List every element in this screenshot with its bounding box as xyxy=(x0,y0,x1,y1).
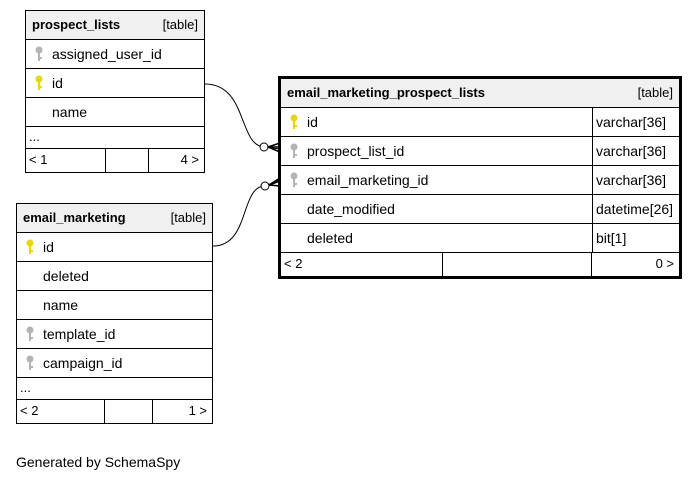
table-name: prospect_lists xyxy=(32,17,121,32)
column-name: template_id xyxy=(43,326,116,342)
children-count[interactable]: 1 > xyxy=(188,403,207,418)
column-row[interactable]: deleted xyxy=(17,261,212,290)
column-row[interactable]: id xyxy=(26,68,204,97)
column-datatype: varchar[36] xyxy=(592,108,681,136)
column-row[interactable]: id xyxy=(17,232,212,261)
more-columns-ellipsis: ... xyxy=(26,126,204,148)
parents-count[interactable]: < 1 xyxy=(26,149,106,172)
column-datatype: varchar[36] xyxy=(592,137,681,165)
table-prospect-lists[interactable]: prospect_lists [table] assigned_user_id … xyxy=(25,10,205,173)
table-name: email_marketing xyxy=(23,210,126,225)
column-name: id xyxy=(43,239,54,255)
column-row[interactable]: template_id xyxy=(17,319,212,348)
more-columns-ellipsis: ... xyxy=(17,377,212,399)
column-name: deleted xyxy=(43,268,89,284)
column-datatype: datetime[26] xyxy=(592,195,681,223)
column-name: email_marketing_id xyxy=(307,172,429,188)
column-name: deleted xyxy=(307,230,353,246)
column-datatype: bit[1] xyxy=(592,224,681,252)
column-row[interactable]: id varchar[36] xyxy=(281,107,679,136)
column-name: assigned_user_id xyxy=(52,46,162,62)
zero-many-marker xyxy=(259,142,269,152)
table-type: [table] xyxy=(637,85,673,100)
children-count[interactable]: 0 > xyxy=(655,256,674,271)
column-row[interactable]: name xyxy=(26,97,204,126)
column-row[interactable]: email_marketing_id varchar[36] xyxy=(281,165,679,194)
relationship-email-marketing-id xyxy=(212,179,281,247)
column-row[interactable]: date_modified datetime[26] xyxy=(281,194,679,223)
zero-many-marker xyxy=(260,181,270,191)
column-row[interactable]: prospect_list_id varchar[36] xyxy=(281,136,679,165)
primary-key-icon xyxy=(290,114,298,129)
parents-count[interactable]: < 2 xyxy=(281,253,443,276)
table-footer: < 1 4 > xyxy=(26,148,204,172)
footer-spacer xyxy=(443,253,592,276)
parents-count[interactable]: < 2 xyxy=(17,400,105,423)
table-type: [table] xyxy=(162,17,198,32)
table-email-marketing-prospect-lists[interactable]: email_marketing_prospect_lists [table] i… xyxy=(278,76,682,279)
footer-spacer xyxy=(105,400,153,423)
primary-key-icon xyxy=(26,239,34,254)
column-row[interactable]: deleted bit[1] xyxy=(281,223,679,252)
column-name: name xyxy=(52,104,88,120)
table-footer: < 2 0 > xyxy=(281,252,679,276)
table-footer: < 2 1 > xyxy=(17,399,212,423)
children-count[interactable]: 4 > xyxy=(180,152,199,167)
foreign-key-icon xyxy=(290,172,298,187)
table-header: email_marketing_prospect_lists [table] xyxy=(281,79,679,107)
column-name: prospect_list_id xyxy=(307,143,405,159)
table-type: [table] xyxy=(170,210,206,225)
footer-spacer xyxy=(106,149,149,172)
foreign-key-icon xyxy=(35,46,43,61)
foreign-key-icon xyxy=(26,355,34,370)
generated-by-label: Generated by SchemaSpy xyxy=(16,454,181,470)
column-name: id xyxy=(307,114,318,130)
column-name: date_modified xyxy=(307,201,395,217)
foreign-key-icon xyxy=(26,326,34,341)
table-email-marketing[interactable]: email_marketing [table] id deleted name … xyxy=(16,203,213,424)
column-name: campaign_id xyxy=(43,355,123,371)
column-row[interactable]: assigned_user_id xyxy=(26,39,204,68)
table-header: prospect_lists [table] xyxy=(26,11,204,39)
relationship-prospect-lists-id xyxy=(204,83,281,150)
table-name: email_marketing_prospect_lists xyxy=(287,85,485,100)
foreign-key-icon xyxy=(290,143,298,158)
column-datatype: varchar[36] xyxy=(592,166,681,194)
column-name: name xyxy=(43,297,79,313)
table-header: email_marketing [table] xyxy=(17,204,212,232)
column-name: id xyxy=(52,75,63,91)
primary-key-icon xyxy=(35,75,43,90)
column-row[interactable]: campaign_id xyxy=(17,348,212,377)
column-row[interactable]: name xyxy=(17,290,212,319)
